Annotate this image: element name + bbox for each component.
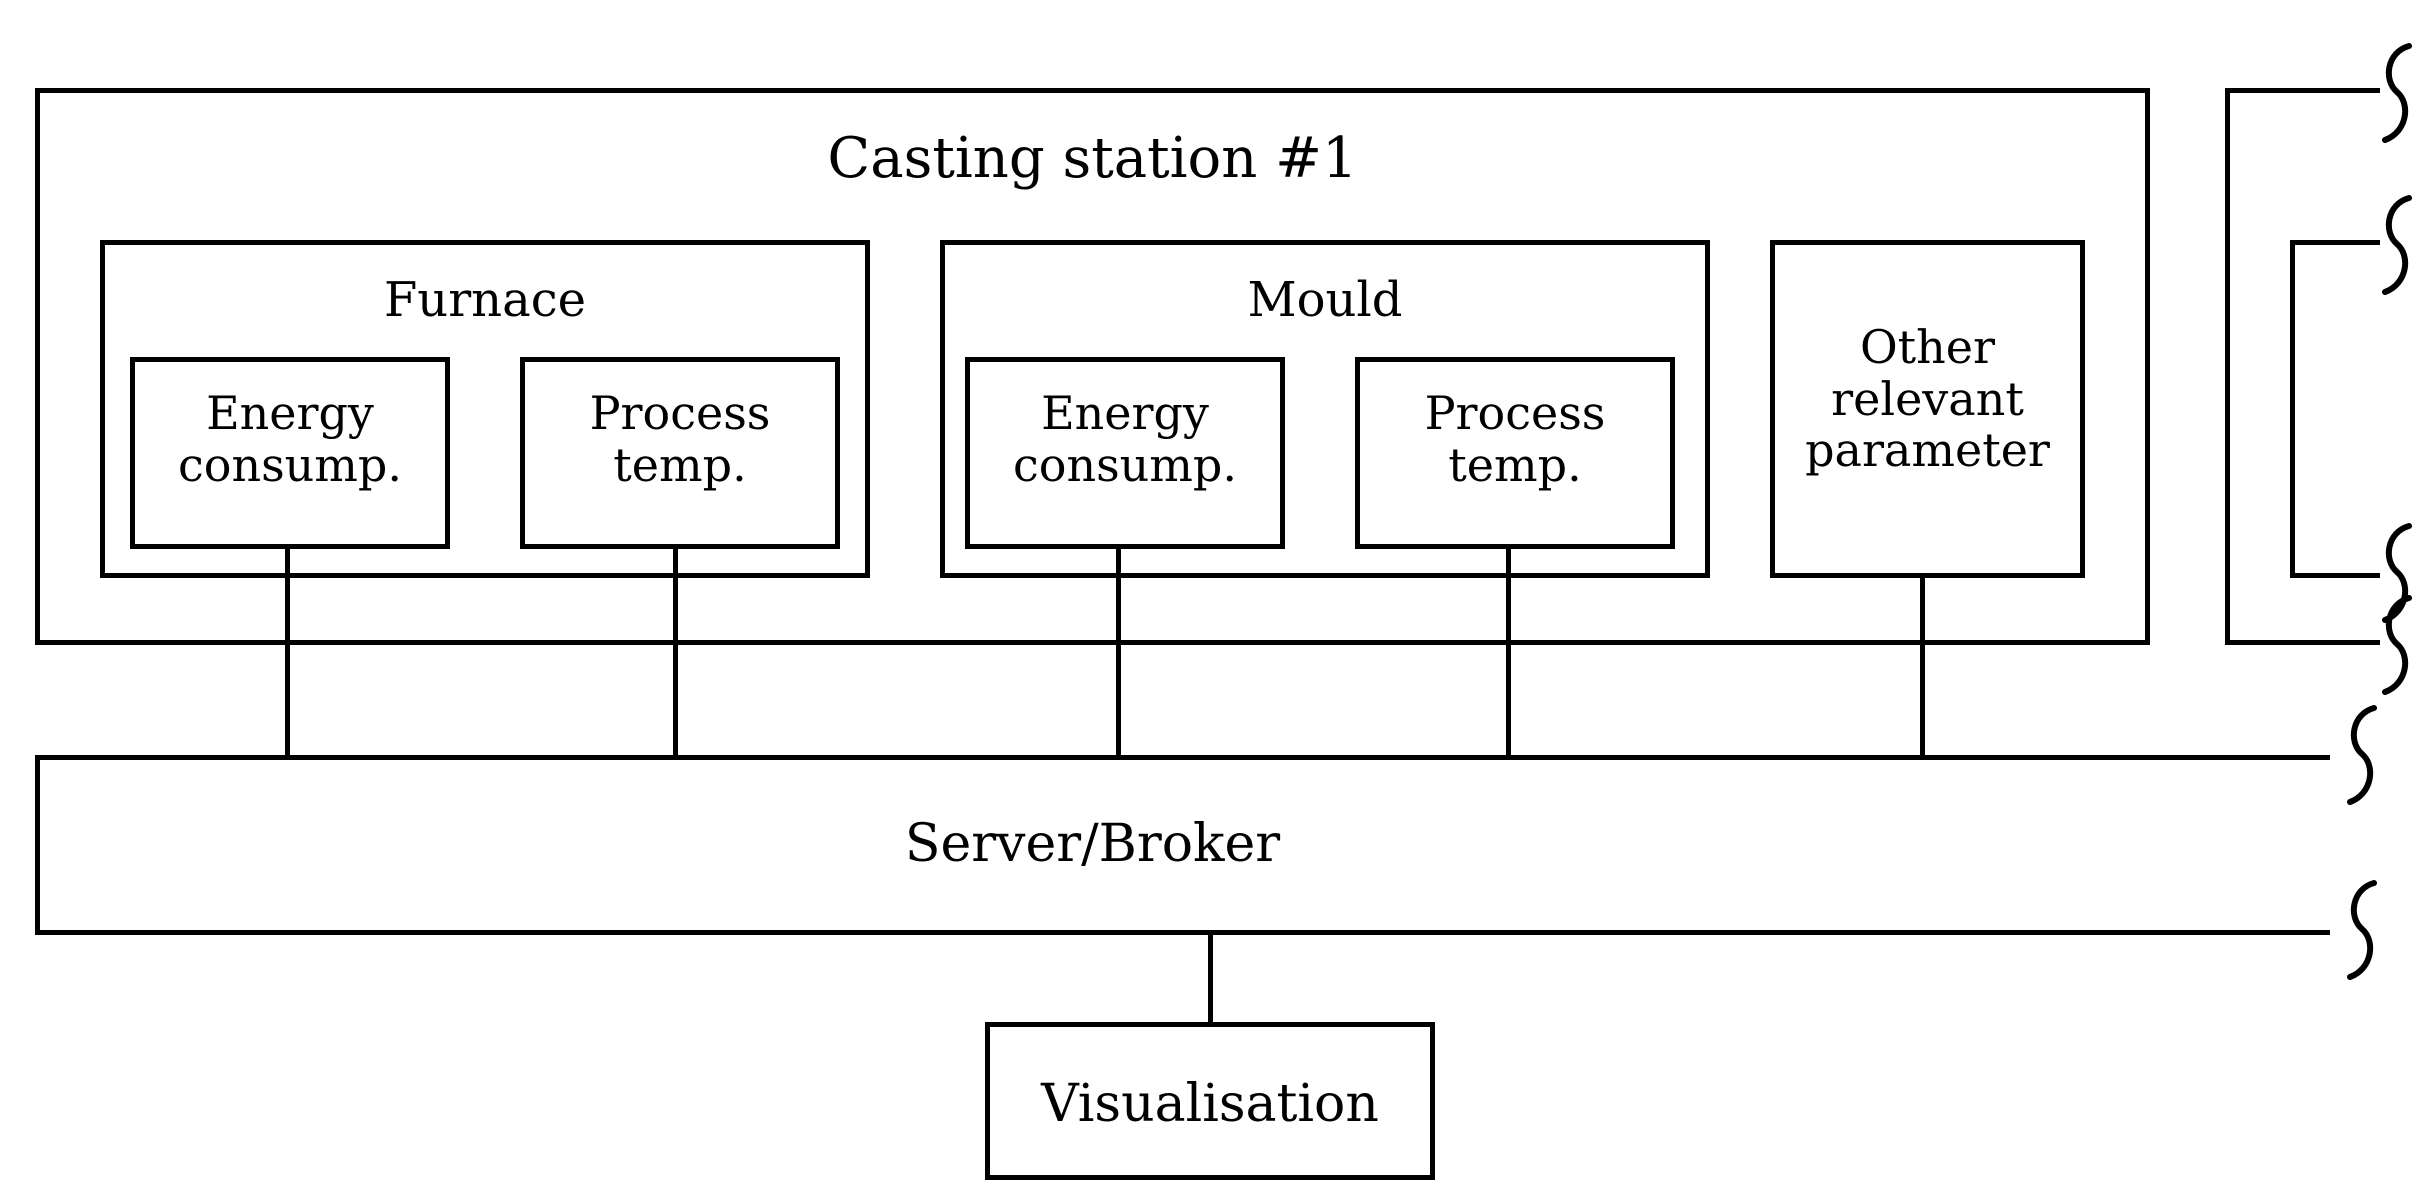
next-station-left-edge — [2225, 88, 2230, 645]
next-station-inner-top-edge — [2290, 240, 2380, 245]
break-mark-inner-bottom-icon — [2382, 523, 2412, 623]
break-mark-inner-top-icon — [2382, 195, 2412, 295]
casting-station-1-box — [35, 88, 2150, 645]
break-mark-station-bottom-icon — [2382, 595, 2412, 695]
connector-furnace-energy — [285, 549, 290, 755]
mould-energy-consumption-box — [965, 357, 1285, 549]
next-station-top-edge — [2225, 88, 2380, 93]
connector-mould-energy — [1116, 549, 1121, 755]
furnace-energy-consumption-box — [130, 357, 450, 549]
furnace-group-label: Furnace — [384, 272, 586, 328]
mould-process-temp-box — [1355, 357, 1675, 549]
visualisation-label: Visualisation — [1041, 1074, 1379, 1134]
connector-mould-temp — [1506, 549, 1511, 755]
server-broker-left-edge — [35, 755, 40, 935]
server-broker-top-edge — [35, 755, 2330, 760]
mould-process-temp-label: Process temp. — [1424, 386, 1606, 492]
mould-group-box — [940, 240, 1710, 578]
furnace-group-box — [100, 240, 870, 578]
visualisation-box — [985, 1022, 1435, 1180]
next-station-inner-partial-box — [2290, 240, 2415, 578]
next-station-inner-bottom-edge — [2290, 573, 2380, 578]
other-relevant-parameter-box — [1770, 240, 2085, 578]
connector-server-to-visualisation — [1208, 930, 1213, 1025]
break-mark-server-top-icon — [2347, 705, 2377, 805]
other-relevant-parameter-label: Other relevant parameter — [1805, 320, 2050, 478]
next-station-inner-left-edge — [2290, 240, 2295, 578]
break-mark-server-bottom-icon — [2347, 880, 2377, 980]
server-broker-box — [35, 755, 2415, 935]
next-station-bottom-edge — [2225, 640, 2380, 645]
furnace-energy-consumption-label: Energy consump. — [177, 386, 402, 492]
server-broker-label: Server/Broker — [904, 814, 1281, 874]
break-mark-station-top-icon — [2382, 43, 2412, 143]
mould-group-label: Mould — [1247, 272, 1403, 328]
connector-furnace-temp — [673, 549, 678, 755]
server-broker-bottom-edge — [35, 930, 2330, 935]
connector-other-parameter — [1920, 578, 1925, 755]
casting-station-1-title: Casting station #1 — [827, 126, 1358, 191]
mould-energy-consumption-label: Energy consump. — [1012, 386, 1237, 492]
furnace-process-temp-box — [520, 357, 840, 549]
furnace-process-temp-label: Process temp. — [589, 386, 771, 492]
next-station-partial-box — [2225, 88, 2415, 645]
